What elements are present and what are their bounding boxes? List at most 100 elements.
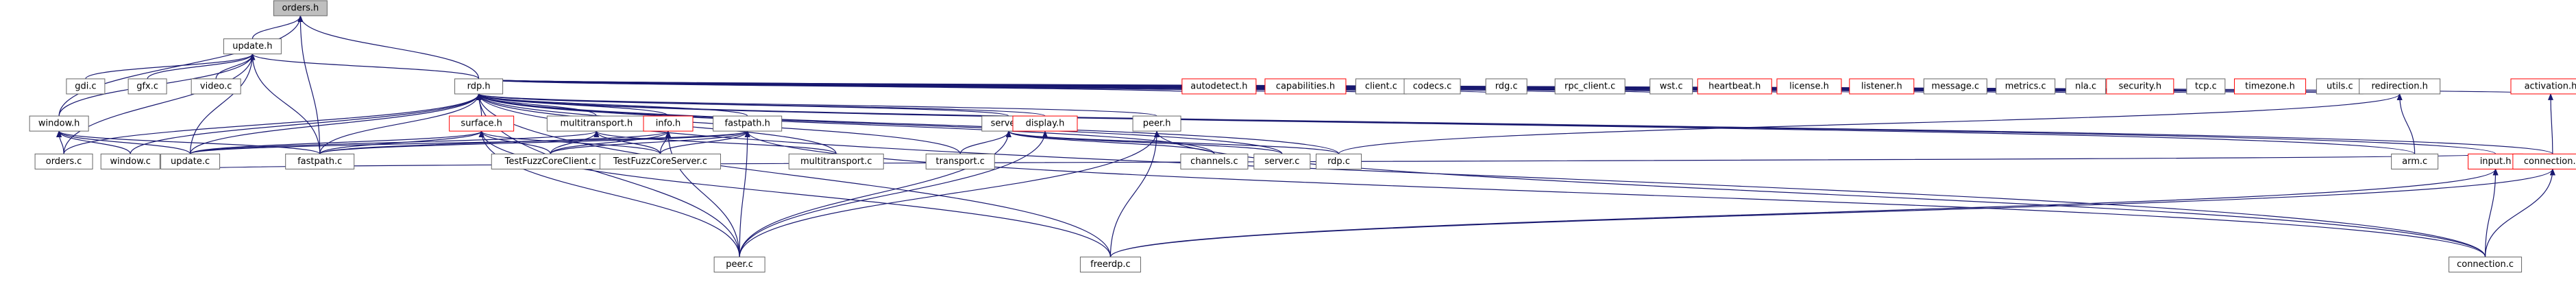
node-box: [2510, 78, 2576, 95]
node-label: rdp.h: [467, 81, 491, 91]
node-wst-c[interactable]: wst.c: [1649, 78, 1693, 95]
node-label: timezone.h: [2245, 81, 2295, 91]
node-fastpath-c[interactable]: fastpath.c: [285, 153, 355, 169]
node-box: [599, 153, 721, 169]
node-capabilities-h[interactable]: capabilities.h: [1264, 78, 1347, 95]
edge-rdp-h-to-orders-h: [297, 14, 480, 79]
node-label: gfx.c: [136, 81, 158, 91]
node-display-h[interactable]: display.h: [1012, 115, 1078, 132]
node-label: security.h: [2119, 81, 2161, 91]
node-box: [1403, 78, 1461, 95]
node-autodetect-h[interactable]: autodetect.h: [1181, 78, 1257, 95]
node-security-h[interactable]: security.h: [2106, 78, 2174, 95]
node-timezone-h[interactable]: timezone.h: [2234, 78, 2307, 95]
node-window-h[interactable]: window.h: [29, 115, 89, 132]
edge-peer-c-to-info-h: [665, 130, 740, 257]
node-gfx-c[interactable]: gfx.c: [127, 78, 167, 95]
node-rdg-c[interactable]: rdg.c: [1485, 78, 1528, 95]
node-peer-c[interactable]: peer.c: [713, 257, 765, 273]
node-multitransport-h[interactable]: multitransport.h: [546, 115, 646, 132]
node-heartbeat-h[interactable]: heartbeat.h: [1697, 78, 1772, 95]
node-activation-h[interactable]: activation.h: [2510, 78, 2576, 95]
node-peer-h[interactable]: peer.h: [1132, 115, 1181, 132]
node-connection-c[interactable]: connection.c: [2449, 257, 2523, 273]
edge-orders-c-to-update-h: [63, 53, 256, 154]
node-metrics-c[interactable]: metrics.c: [1996, 78, 2056, 95]
node-label: connection.c: [2457, 259, 2514, 270]
edge-freerdp-c-to-surface-h: [478, 130, 1112, 257]
node-tcp-c[interactable]: tcp.c: [2186, 78, 2226, 95]
node-client-c[interactable]: client.c: [1355, 78, 1407, 95]
node-server-c[interactable]: server.c: [1253, 153, 1311, 169]
node-surface-h[interactable]: surface.h: [449, 115, 515, 132]
node-box: [285, 153, 355, 169]
node-box: [191, 78, 241, 95]
edge-freerdp-c-to-rdp-h: [476, 93, 1112, 257]
node-box: [1849, 78, 1915, 95]
node-nla-c[interactable]: nla.c: [2065, 78, 2107, 95]
node-label: peer.h: [1143, 119, 1171, 129]
node-rdp-c[interactable]: rdp.c: [1316, 153, 1362, 169]
edge-fastpath-c-to-orders-h: [297, 14, 321, 154]
node-channels-c[interactable]: channels.c: [1180, 153, 1249, 169]
node-box: [2449, 257, 2523, 273]
edge-update-c-to-fastpath-h: [189, 130, 750, 154]
node-label: channels.c: [1190, 156, 1238, 167]
node-connection-h[interactable]: connection.h: [2512, 153, 2576, 169]
node-gdi-c[interactable]: gdi.c: [66, 78, 106, 95]
edge-arm-c-to-redirection-h: [2396, 93, 2416, 154]
node-box: [1554, 78, 1626, 95]
edge-freerdp-c-to-connection-h: [1109, 168, 2555, 257]
node-TestFuzzCoreServer-c[interactable]: TestFuzzCoreServer.c: [599, 153, 721, 169]
node-orders-c[interactable]: orders.c: [34, 153, 93, 169]
node-orders-h[interactable]: orders.h: [273, 0, 328, 16]
node-multitransport-c[interactable]: multitransport.c: [788, 153, 884, 169]
node-message-c[interactable]: message.c: [1923, 78, 1987, 95]
node-video-c[interactable]: video.c: [191, 78, 241, 95]
node-label: rdg.c: [1495, 81, 1518, 91]
node-fastpath-h[interactable]: fastpath.h: [713, 115, 783, 132]
node-label: update.h: [232, 41, 272, 51]
node-freerdp-c[interactable]: freerdp.c: [1079, 257, 1141, 273]
node-label: server.c: [1264, 156, 1299, 167]
node-listener-h[interactable]: listener.h: [1849, 78, 1915, 95]
node-TestFuzzCoreClient-c[interactable]: TestFuzzCoreClient.c: [491, 153, 610, 169]
node-box: [449, 115, 515, 132]
node-label: update.c: [171, 156, 210, 167]
edge-TestFuzzCoreClient-c-to-info-h: [550, 130, 671, 154]
node-label: activation.h: [2525, 81, 2576, 91]
node-box: [2234, 78, 2307, 95]
node-window-c[interactable]: window.c: [100, 153, 160, 169]
edge-freerdp-c-to-peer-h: [1109, 130, 1160, 257]
node-rdp-h[interactable]: rdp.h: [454, 78, 504, 95]
node-label: nla.c: [2075, 81, 2096, 91]
node-box: [29, 115, 89, 132]
node-label: peer.c: [726, 259, 753, 270]
node-license-h[interactable]: license.h: [1776, 78, 1842, 95]
edge-gfx-c-to-update-h: [147, 53, 256, 80]
node-info-h[interactable]: info.h: [643, 115, 694, 132]
node-box: [2512, 153, 2576, 169]
node-box: [1132, 115, 1181, 132]
node-label: listener.h: [1861, 81, 1902, 91]
edge-fastpath-c-to-info-h: [319, 130, 671, 154]
node-update-h[interactable]: update.h: [223, 38, 282, 55]
node-update-c[interactable]: update.c: [160, 153, 221, 169]
node-redirection-h[interactable]: redirection.h: [2359, 78, 2441, 95]
node-label: tcp.c: [2195, 81, 2217, 91]
node-rpc-client-c[interactable]: rpc_client.c: [1554, 78, 1626, 95]
node-label: display.h: [1026, 119, 1065, 129]
node-codecs-c[interactable]: codecs.c: [1403, 78, 1461, 95]
node-label: TestFuzzCoreServer.c: [613, 156, 707, 167]
edge-peer-c-to-peer-h: [739, 130, 1160, 257]
node-utils-c[interactable]: utils.c: [2316, 78, 2364, 95]
node-box: [2186, 78, 2226, 95]
edge-update-c-to-rdp-h: [189, 93, 482, 154]
node-input-h[interactable]: input.h: [2468, 153, 2524, 169]
node-label: capabilities.h: [1276, 81, 1335, 91]
edge-rdp-c-to-rdp-h: [476, 93, 1340, 154]
node-label: heartbeat.h: [1708, 81, 1761, 91]
node-arm-c[interactable]: arm.c: [2391, 153, 2439, 169]
node-transport-c[interactable]: transport.c: [925, 153, 995, 169]
node-box: [1079, 257, 1141, 273]
